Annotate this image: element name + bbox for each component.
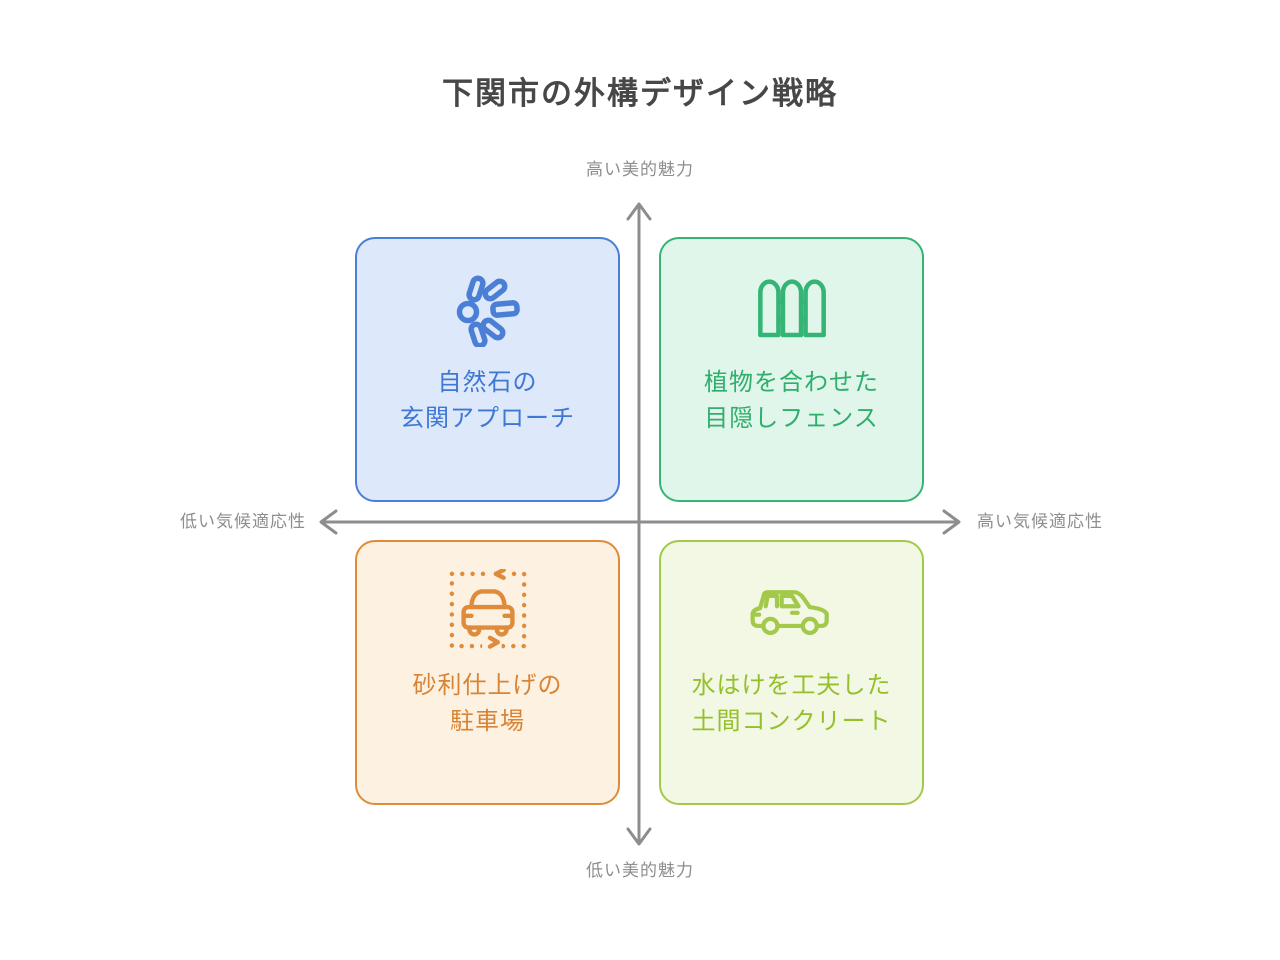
- down-arrowhead-icon: [626, 827, 652, 846]
- car-side-icon: [747, 568, 837, 652]
- quadrant-label-bottom-left: 砂利仕上げの 駐車場: [412, 672, 563, 735]
- up-arrowhead-icon: [626, 202, 652, 221]
- page-title: 下関市の外構デザイン戦略: [442, 76, 838, 111]
- right-arrowhead-icon: [942, 509, 961, 535]
- axis-label-bottom: 低い美的魅力: [586, 861, 694, 880]
- axis-label-top: 高い美的魅力: [586, 160, 694, 179]
- quadrant-label-top-left: 自然石の 玄関アプローチ: [400, 369, 575, 432]
- quadrant-card-top-right: 植物を合わせた 目隠しフェンス: [659, 237, 924, 502]
- axis-label-left: 低い気候適応性: [180, 512, 306, 531]
- axis-label-right: 高い気候適応性: [977, 512, 1103, 531]
- quadrant-card-bottom-right: 水はけを工夫した 土間コンクリート: [659, 540, 924, 805]
- car-parking-area-icon: [447, 568, 529, 652]
- fence-icon: [754, 265, 830, 349]
- quadrant-card-bottom-left: 砂利仕上げの 駐車場: [355, 540, 620, 805]
- quadrant-label-top-right: 植物を合わせた 目隠しフェンス: [704, 369, 879, 432]
- quadrant-card-top-left: 自然石の 玄関アプローチ: [355, 237, 620, 502]
- quadrant-label-bottom-right: 水はけを工夫した 土間コンクリート: [691, 672, 892, 735]
- sparkle-burst-icon: [448, 265, 528, 349]
- left-arrowhead-icon: [319, 509, 338, 535]
